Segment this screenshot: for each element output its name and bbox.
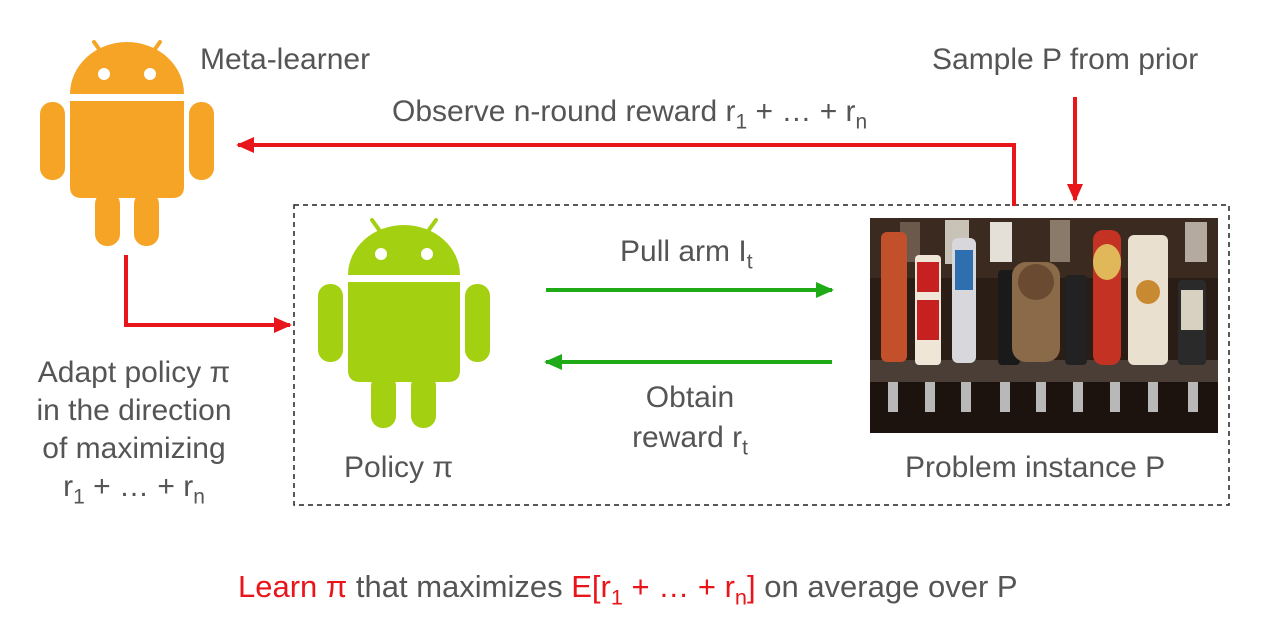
bottom-objective-text: Learn π that maximizes E[r1 + … + rn] on… <box>238 569 1018 610</box>
problem-instance-label: Problem instance P <box>905 451 1166 484</box>
meta-learner-label: Meta-learner <box>200 43 371 76</box>
meta-learner-android-icon <box>40 40 214 246</box>
pull-arm-label: Pull arm It <box>620 235 753 274</box>
policy-label: Policy π <box>344 451 454 484</box>
observe-reward-arrow <box>236 137 1016 206</box>
policy-android-icon <box>318 218 490 428</box>
obtain-reward-label: Obtain reward rt <box>632 381 748 460</box>
sample-prior-label: Sample P from prior <box>932 43 1199 76</box>
observe-reward-label: Observe n-round reward r1 + … + rn <box>392 95 868 134</box>
beer-taps-image <box>870 218 1218 433</box>
adapt-policy-label: Adapt policy π in the direction of maxim… <box>36 356 232 509</box>
adapt-policy-arrow <box>124 255 292 333</box>
environment-box <box>293 204 1230 506</box>
